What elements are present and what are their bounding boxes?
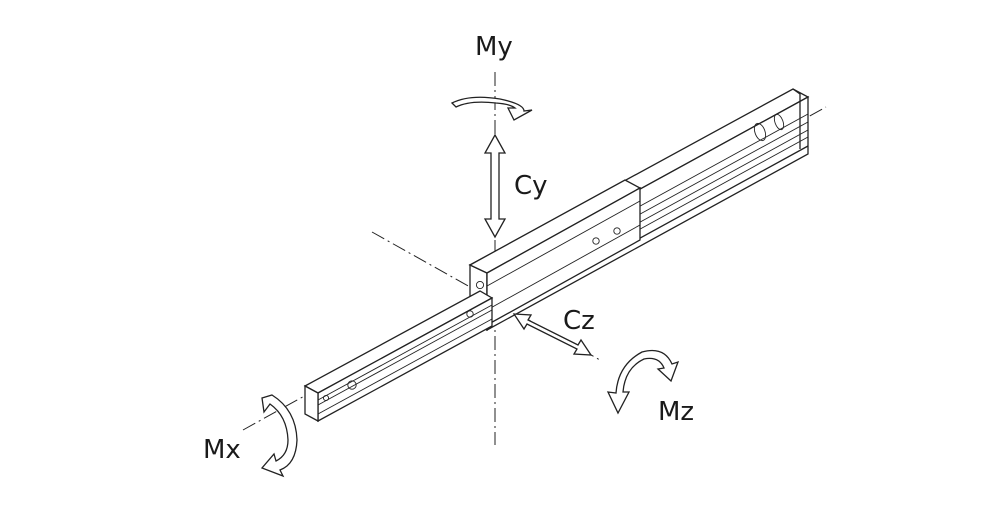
mx-moment-arrow [260, 394, 298, 478]
mz-moment-arrow [606, 349, 680, 415]
carriage-screw-hole [592, 237, 600, 245]
inner-rail [303, 280, 494, 423]
carriage-block [468, 179, 642, 327]
label-my: My [475, 32, 513, 62]
cz-load-arrow [512, 313, 593, 356]
rail-screw-hole [347, 380, 357, 390]
carriage-screw-hole [613, 227, 621, 235]
cy-load-arrow [483, 133, 507, 239]
label-mx: Mx [203, 435, 241, 465]
label-cy: Cy [514, 171, 548, 201]
rail-screw-hole [475, 280, 485, 290]
label-mz: Mz [658, 397, 694, 427]
my-moment-arrow [450, 96, 533, 121]
rail-screw-hole [322, 394, 330, 402]
rail-screw-hole [466, 310, 474, 318]
label-cz: Cz [563, 306, 595, 336]
